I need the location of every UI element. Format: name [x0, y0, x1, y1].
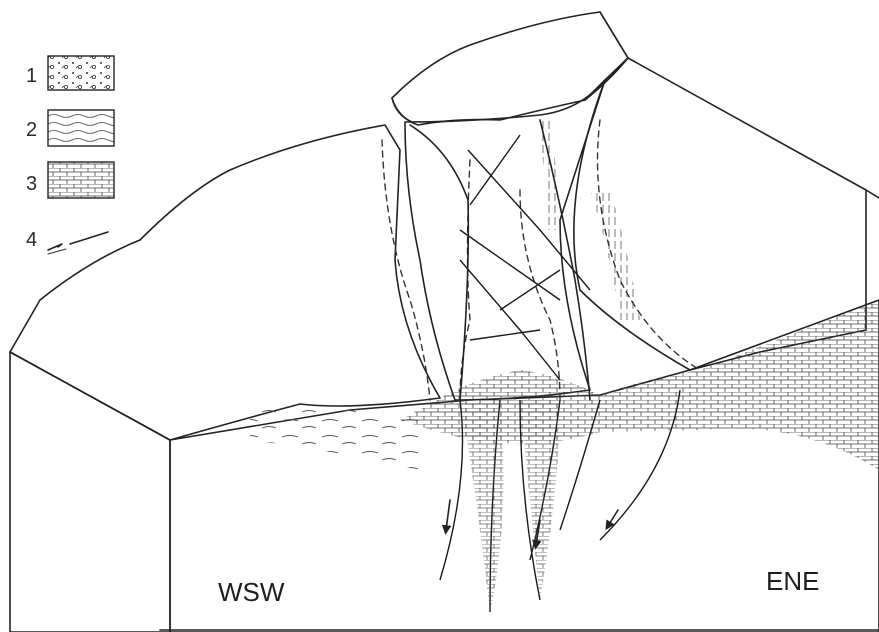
legend-number-4: 4 — [26, 229, 37, 251]
fault-arrow-symbol — [48, 232, 108, 254]
legend-item-3: 3 — [26, 162, 114, 198]
limestone-brick-pattern — [48, 162, 114, 198]
sandstone-front-section — [250, 404, 420, 470]
slip-arrow — [608, 510, 618, 526]
legend-number-1: 1 — [26, 65, 37, 87]
central-horst-top — [392, 12, 628, 125]
legend-item-4: 4 — [26, 229, 108, 254]
legend-item-2: 2 — [26, 110, 114, 146]
conglomerate-pattern — [48, 56, 114, 90]
western-master-fault-trace — [410, 125, 468, 400]
direction-label-west: WSW — [218, 577, 285, 607]
front-face-west — [10, 352, 170, 632]
central-graben-scarp — [405, 80, 605, 400]
dashed-boundary-west — [382, 140, 430, 400]
slip-arrow — [446, 500, 450, 530]
direction-label-east: ENE — [766, 566, 819, 596]
legend: 1 2 3 4 — [26, 56, 114, 254]
block-body — [10, 12, 879, 632]
legend-number-3: 3 — [26, 173, 37, 195]
sandstone-pattern — [48, 110, 114, 146]
legend-number-2: 2 — [26, 119, 37, 141]
legend-item-1: 1 — [26, 56, 114, 90]
